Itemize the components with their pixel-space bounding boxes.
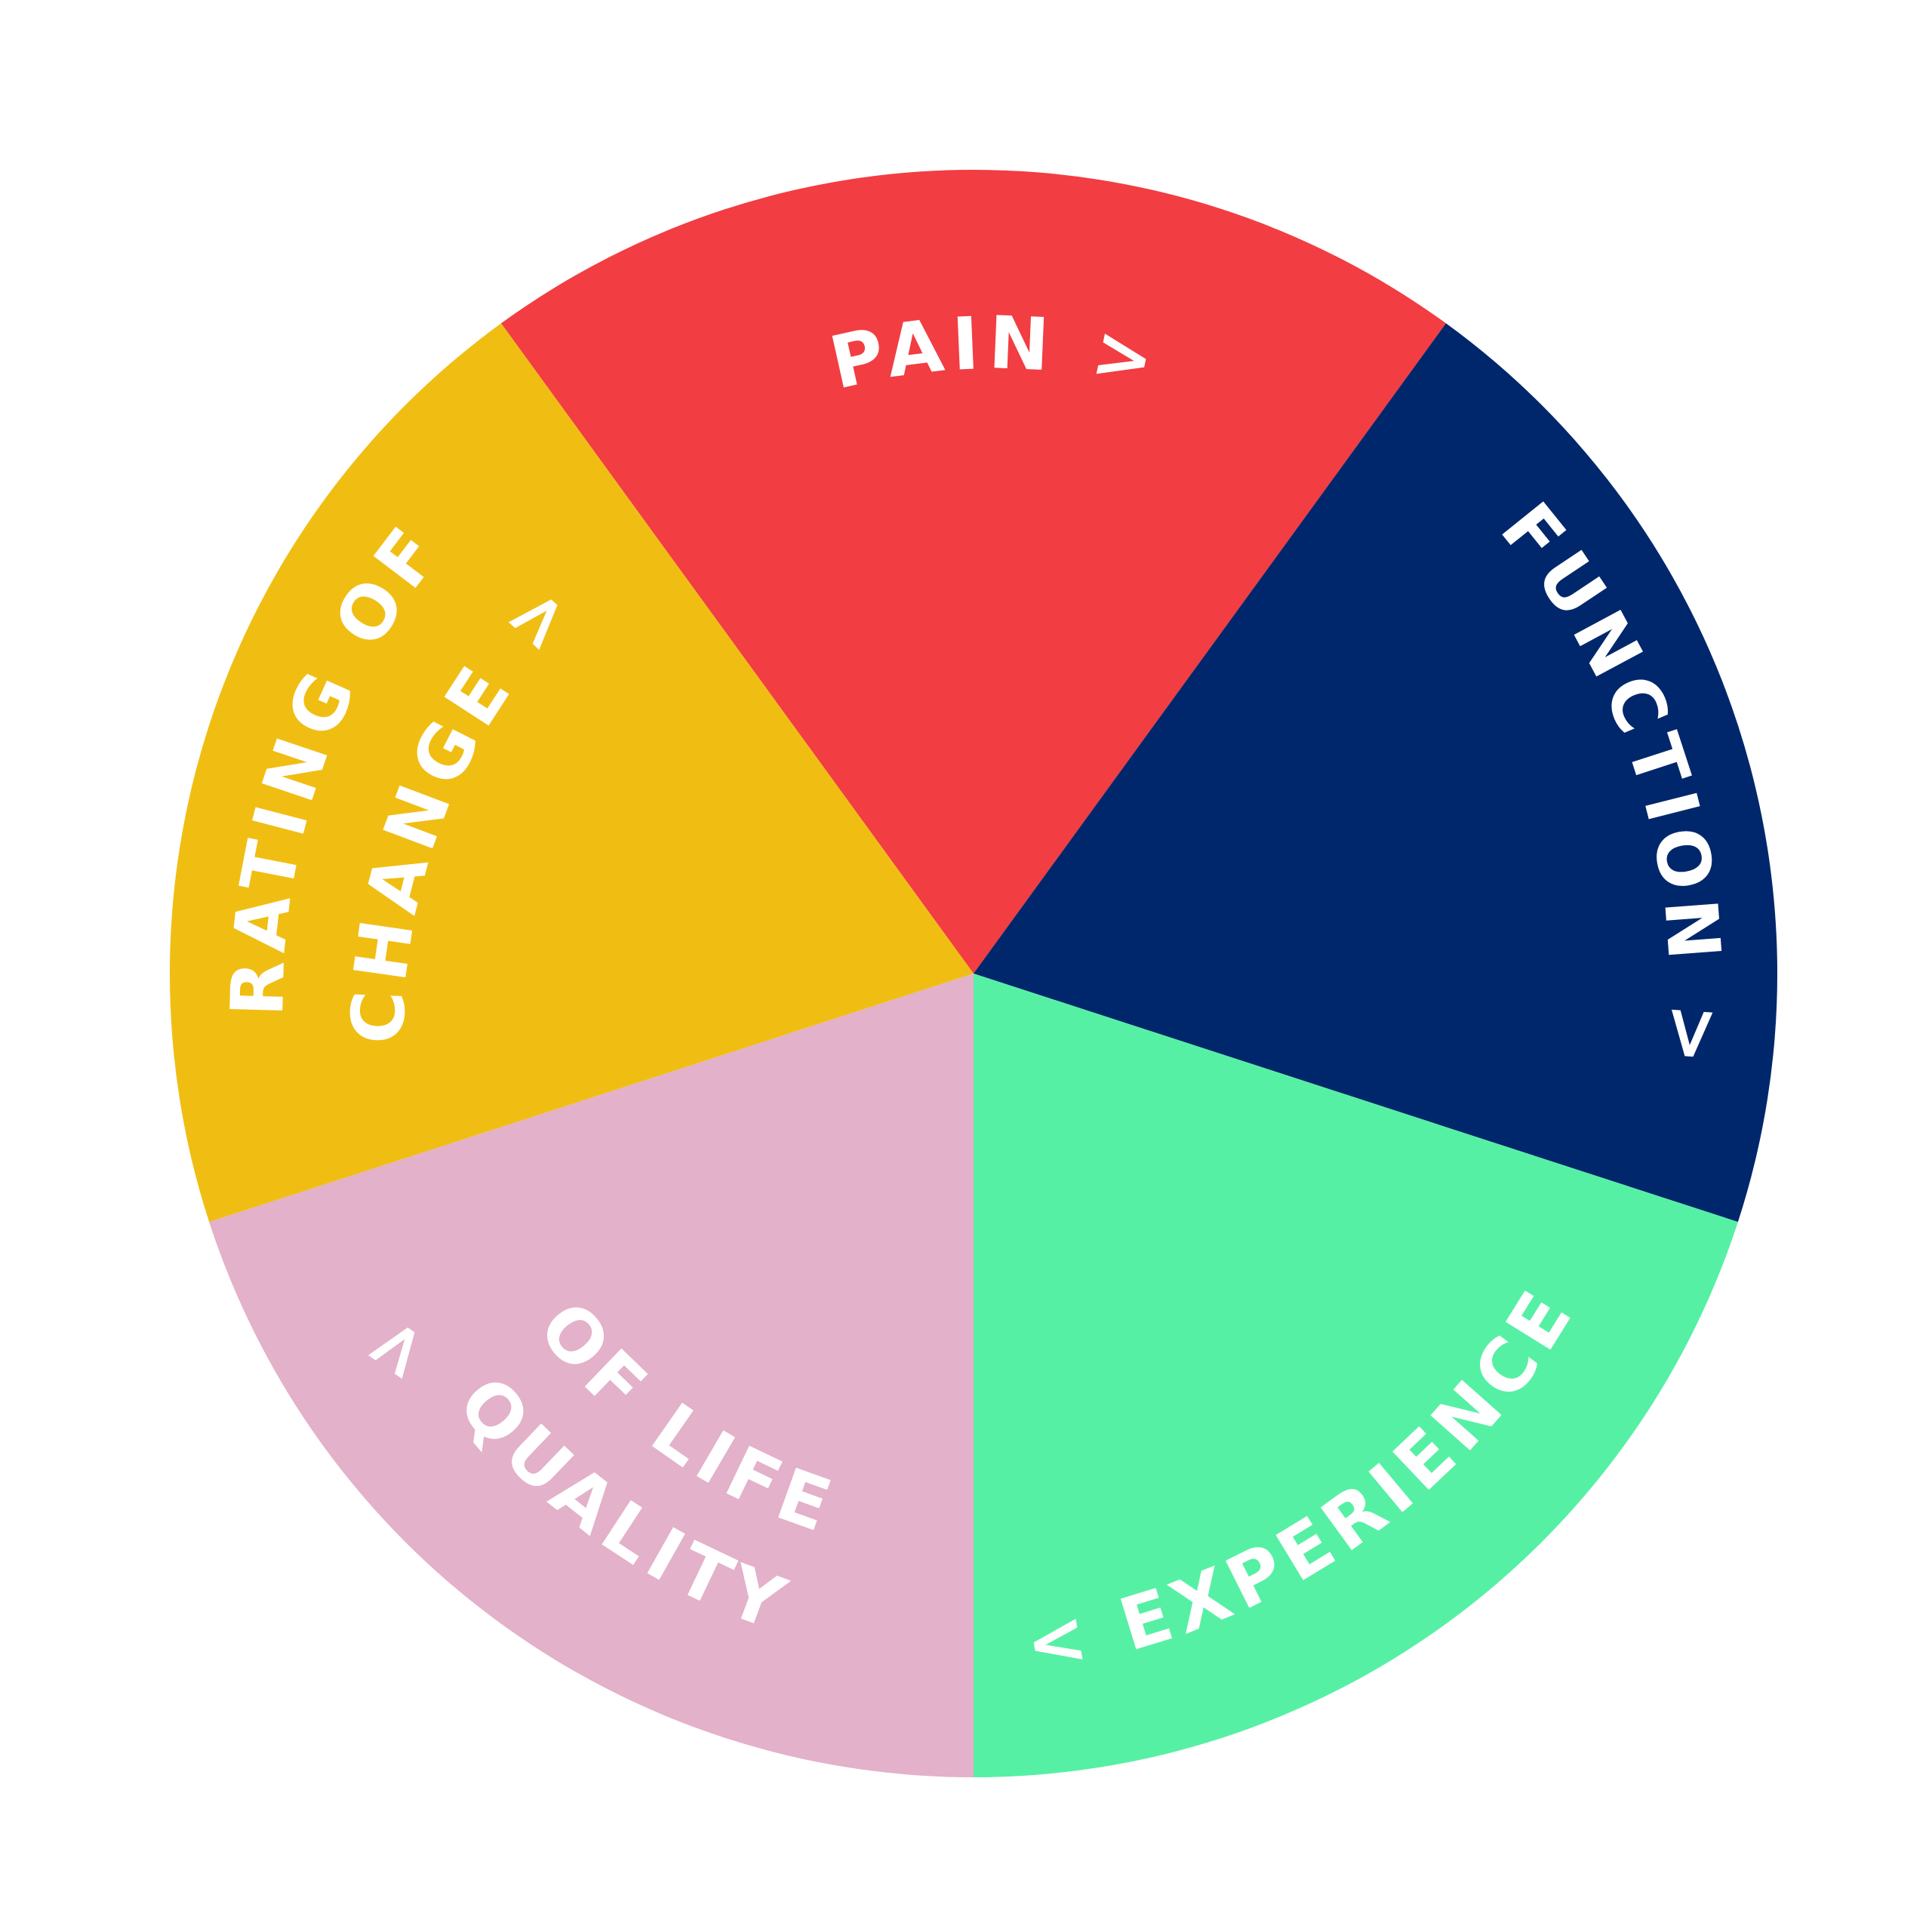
- segment-function: [974, 323, 1778, 1223]
- segment-rating-of-change: [169, 323, 974, 1223]
- segment-quality-of-life: [209, 974, 974, 1777]
- segment-pain: [501, 169, 1446, 974]
- segment-experience: [974, 974, 1738, 1777]
